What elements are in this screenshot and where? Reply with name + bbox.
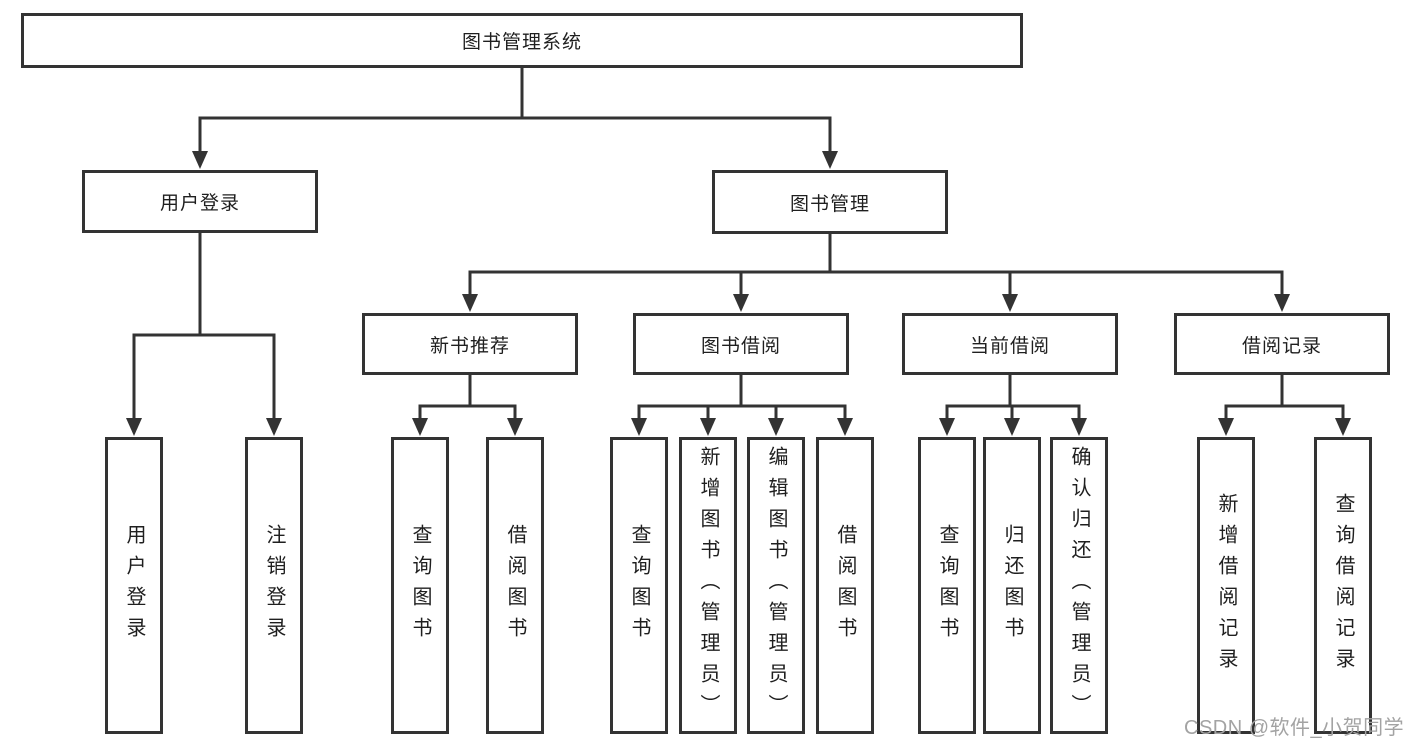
node-leaf-logout-label: 注销登录 [263, 523, 285, 648]
node-leaf-nb-borrow-book-label: 借阅图书 [504, 523, 526, 648]
node-leaf-cb-return-book-label: 归还图书 [1001, 523, 1023, 648]
csdn-watermark: CSDN @软件_小贺同学 [1184, 717, 1405, 739]
node-book-management-label: 图书管理 [789, 193, 870, 215]
node-leaf-bb-edit-book-label: 编辑图书（管理员） [765, 446, 787, 725]
node-leaf-bb-borrow-book-label: 借阅图书 [834, 523, 856, 648]
node-borrow-records: 借阅记录 [1174, 313, 1390, 375]
node-current-borrow-label: 当前借阅 [969, 335, 1050, 357]
node-book-management: 图书管理 [712, 170, 948, 234]
node-root: 图书管理系统 [21, 13, 1023, 68]
node-leaf-logout: 注销登录 [245, 437, 303, 734]
node-root-label: 图书管理系统 [461, 32, 582, 53]
arrowheads [126, 151, 1351, 436]
node-new-book-recommend: 新书推荐 [362, 313, 578, 375]
node-leaf-nb-borrow-book: 借阅图书 [486, 437, 544, 734]
node-book-borrow: 图书借阅 [633, 313, 849, 375]
node-leaf-nb-query-book-label: 查询图书 [409, 523, 431, 648]
node-leaf-nb-query-book: 查询图书 [391, 437, 449, 734]
node-leaf-bb-query-book: 查询图书 [610, 437, 668, 734]
node-leaf-bb-add-book-label: 新增图书（管理员） [697, 446, 719, 725]
node-user-login: 用户登录 [82, 170, 318, 233]
node-book-borrow-label: 图书借阅 [700, 335, 781, 357]
node-leaf-cb-confirm-return-label: 确认归还（管理员） [1068, 446, 1090, 725]
node-leaf-cb-query-book: 查询图书 [918, 437, 976, 734]
node-leaf-bb-borrow-book: 借阅图书 [816, 437, 874, 734]
node-leaf-br-query-record: 查询借阅记录 [1314, 437, 1372, 734]
node-new-book-recommend-label: 新书推荐 [429, 335, 510, 357]
node-leaf-user-login: 用户登录 [105, 437, 163, 734]
node-leaf-br-add-record-label: 新增借阅记录 [1215, 492, 1237, 679]
node-leaf-user-login-label: 用户登录 [123, 523, 145, 648]
node-current-borrow: 当前借阅 [902, 313, 1118, 375]
node-leaf-bb-query-book-label: 查询图书 [628, 523, 650, 648]
node-leaf-br-query-record-label: 查询借阅记录 [1332, 492, 1354, 679]
node-leaf-cb-return-book: 归还图书 [983, 437, 1041, 734]
node-leaf-br-add-record: 新增借阅记录 [1197, 437, 1255, 734]
node-leaf-bb-add-book: 新增图书（管理员） [679, 437, 737, 734]
node-user-login-label: 用户登录 [159, 193, 240, 214]
node-leaf-bb-edit-book: 编辑图书（管理员） [747, 437, 805, 734]
node-leaf-cb-query-book-label: 查询图书 [936, 523, 958, 648]
node-borrow-records-label: 借阅记录 [1241, 335, 1322, 357]
node-leaf-cb-confirm-return: 确认归还（管理员） [1050, 437, 1108, 734]
